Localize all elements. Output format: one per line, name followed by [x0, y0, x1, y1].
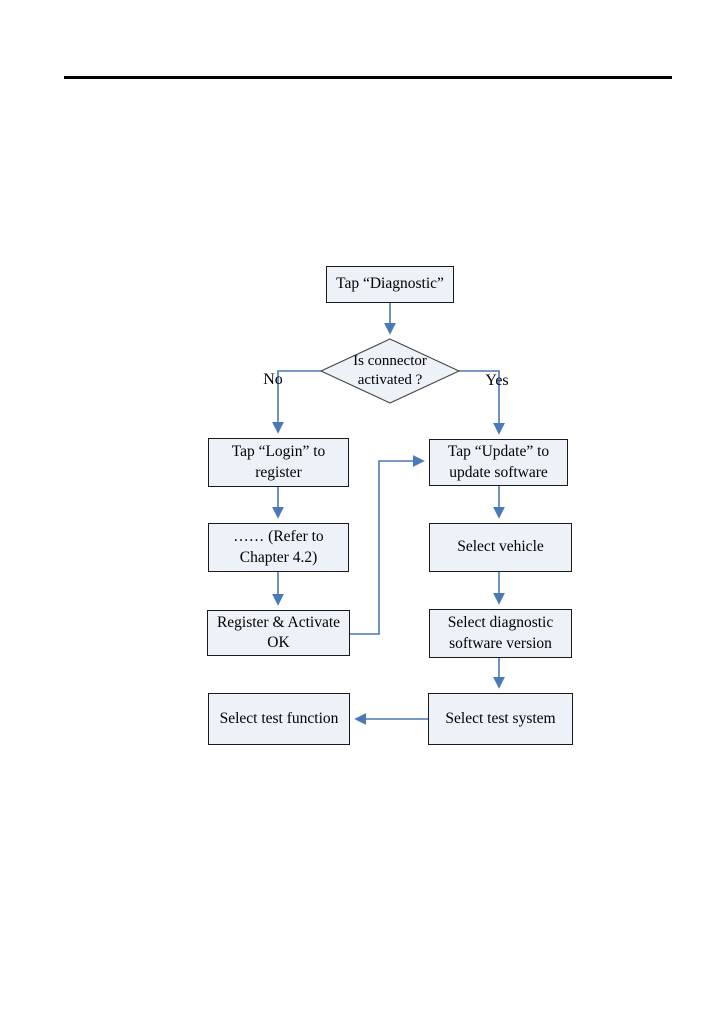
node-software-version: Select diagnostic software version: [429, 609, 572, 658]
connector-decision-no-to-login: [272, 370, 321, 434]
header-rule: [64, 76, 672, 79]
node-vehicle-label: Select vehicle: [457, 538, 544, 556]
node-start-label: Tap “Diagnostic”: [336, 275, 444, 293]
decision-diamond-shape: [319, 338, 461, 404]
connector-register-to-update: [350, 455, 425, 635]
node-software-version-label: Select diagnostic software version: [447, 614, 554, 652]
node-refer: …… (Refer to Chapter 4.2): [208, 523, 349, 572]
decision-label-line2: activated ?: [357, 372, 423, 388]
decision-label-line1: Is connector: [353, 353, 427, 370]
node-decision: Is connector activated ?: [321, 339, 459, 403]
node-vehicle: Select vehicle: [429, 523, 572, 572]
node-start: Tap “Diagnostic”: [326, 266, 454, 303]
node-register: Register & Activate OK: [207, 610, 350, 656]
node-login: Tap “Login” to register: [208, 438, 349, 487]
node-test-function: Select test function: [208, 693, 350, 745]
node-test-system-label: Select test system: [445, 709, 556, 727]
node-test-function-label: Select test function: [219, 709, 339, 727]
node-refer-label: …… (Refer to Chapter 4.2): [233, 528, 324, 566]
edge-label-no: No: [263, 371, 283, 388]
node-register-label: Register & Activate OK: [216, 613, 341, 651]
node-update-label: Tap “Update” to update software: [447, 443, 550, 481]
node-update: Tap “Update” to update software: [429, 439, 568, 486]
connector-decision-yes-to-update: [459, 370, 505, 435]
edge-label-yes: Yes: [485, 372, 509, 389]
node-login-label: Tap “Login” to register: [231, 443, 326, 481]
node-test-system: Select test system: [428, 693, 573, 745]
